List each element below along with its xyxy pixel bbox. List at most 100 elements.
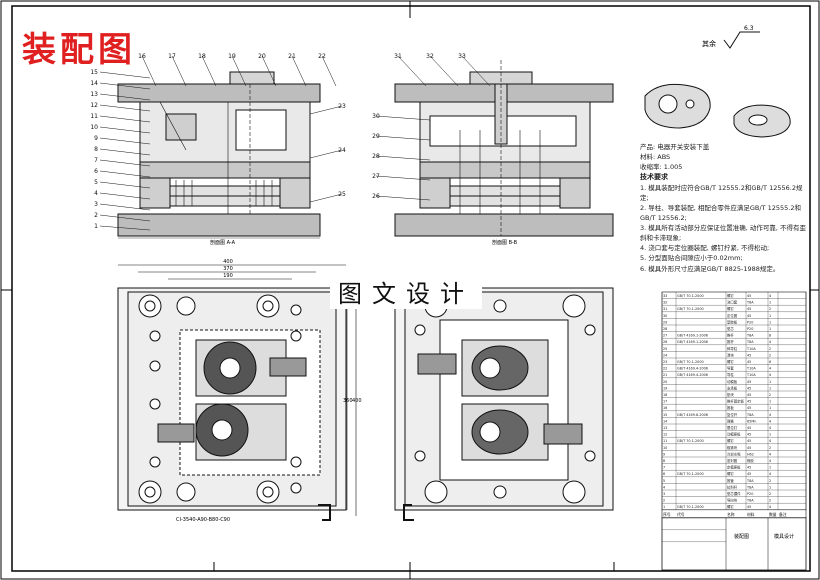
bom-cell: 45: [747, 446, 751, 450]
bom-cell: 1: [769, 406, 771, 410]
section-label-right: 剖面图 B-B: [492, 239, 518, 246]
bom-cell: 45: [747, 393, 751, 397]
balloon-number: 4: [94, 190, 98, 197]
bom-cell: 45: [747, 294, 751, 298]
bom-cell: 20: [663, 380, 667, 384]
bom-cell: 冷却水嘴: [727, 451, 741, 456]
bom-cell: GB/T 4169.8-2006: [677, 413, 708, 417]
bom-cell: 45: [747, 353, 751, 357]
overlay-watermark-text: 图文设计: [330, 274, 482, 309]
leader-line: [99, 170, 151, 178]
bom-cell: 45: [747, 400, 751, 404]
balloon-number: 28: [372, 153, 380, 160]
bom-cell: 18: [663, 393, 667, 397]
leader-line: [201, 55, 217, 87]
bom-cell: 45: [747, 307, 751, 311]
dim-overall-width: 400: [223, 259, 233, 265]
plan-view-fixed-half: [394, 287, 614, 521]
right-section-view: [394, 60, 614, 237]
leader-line: [99, 93, 151, 101]
bom-cell: 1: [769, 327, 771, 331]
leader-line: [141, 55, 157, 87]
balloon-number: 23: [338, 103, 346, 110]
leader-line: [375, 115, 431, 121]
balloon-number: 14: [90, 80, 98, 87]
bom-cell: GB/T 70.1-2000: [677, 360, 704, 364]
bom-header-cell: 名称: [727, 512, 735, 517]
leader-line: [429, 55, 459, 87]
bom-cell: T10A: [746, 367, 756, 371]
balloon-number: 11: [90, 113, 98, 120]
leader-line: [375, 195, 431, 201]
bom-cell: 6: [769, 360, 771, 364]
balloon-number: 10: [90, 124, 98, 131]
bom-cell: 2: [769, 479, 771, 483]
bom-cell: 8: [769, 334, 771, 338]
bom-cell: 14: [663, 419, 667, 423]
dim-inner-width: 370: [223, 266, 233, 272]
note-1: 1. 模具装配时应符合GB/T 12555.2和GB/T 12556.2规定;: [640, 184, 803, 203]
bom-header-cell: 备注: [779, 512, 787, 517]
bom-cell: 螺钉: [727, 293, 734, 298]
balloon-number: 8: [94, 146, 98, 153]
bom-cell: 1: [769, 433, 771, 437]
leader-line: [321, 55, 337, 87]
bom-cell: 4: [769, 367, 771, 371]
bom-cell: 浇口套: [727, 300, 738, 305]
product-material-line: 材料: ABS: [640, 153, 671, 162]
balloon-number: 13: [90, 91, 98, 98]
bom-cell: 22: [663, 367, 667, 371]
balloon-number: 29: [372, 133, 380, 140]
bom-header-cell: 材料: [747, 512, 755, 517]
bom-cell: 13: [663, 426, 667, 430]
bom-cell: GB/T 4169.1-2006: [677, 334, 708, 338]
balloon-number: 21: [288, 53, 296, 60]
leader-line: [99, 225, 151, 231]
bom-header-cell: 代号: [677, 512, 685, 517]
bom-cell: 24: [663, 353, 667, 357]
title-block-drawing-name: 装配图: [734, 533, 749, 540]
bom-cell: 1: [769, 400, 771, 404]
bom-cell: 拉料杆: [727, 484, 738, 489]
product-shrink-line: 收缩率: 1.005: [640, 163, 683, 172]
bom-cell: 弹簧: [727, 418, 734, 423]
bom-cell: GB/T 4169.4-2006: [677, 373, 708, 377]
balloon-number: 16: [138, 53, 146, 60]
bom-cell: 2: [769, 499, 771, 503]
bom-cell: 1: [769, 380, 771, 384]
bom-cell: 2: [769, 446, 771, 450]
balloon-number: 30: [372, 113, 380, 120]
balloon-number: 6: [94, 168, 98, 175]
bom-cell: 螺钉: [727, 504, 734, 509]
note-6: 6. 模具外形尺寸应满足GB/T 8825-1988规定。: [640, 264, 780, 273]
leader-line: [261, 55, 277, 87]
balloon-number: 32: [426, 53, 434, 60]
bom-cell: 2: [663, 499, 665, 503]
bom-cell: 45: [747, 360, 751, 364]
balloon-number: 19: [228, 53, 236, 60]
leader-line: [99, 148, 151, 156]
bom-cell: 6: [663, 472, 665, 476]
leader-line: [99, 137, 151, 145]
leader-line: [375, 135, 431, 141]
balloon-number: 3: [94, 201, 98, 208]
bom-cell: H62: [747, 452, 754, 456]
balloon-number: 9: [94, 135, 98, 142]
bom-cell: T8A: [746, 340, 754, 344]
balloon-number: 18: [198, 53, 206, 60]
balloon-number: 15: [90, 69, 98, 76]
bom-cell: 1: [769, 301, 771, 305]
bom-header-cell: 数量: [769, 512, 777, 517]
bom-header-cell: 序号: [663, 512, 671, 517]
bom-cell: 4: [769, 426, 771, 430]
bom-cell: 动模座板: [727, 432, 741, 437]
bom-cell: 65Mn: [747, 419, 756, 423]
leader-line: [461, 55, 491, 87]
balloon-number: 25: [338, 191, 346, 198]
dim-height-2: 400: [352, 398, 362, 404]
